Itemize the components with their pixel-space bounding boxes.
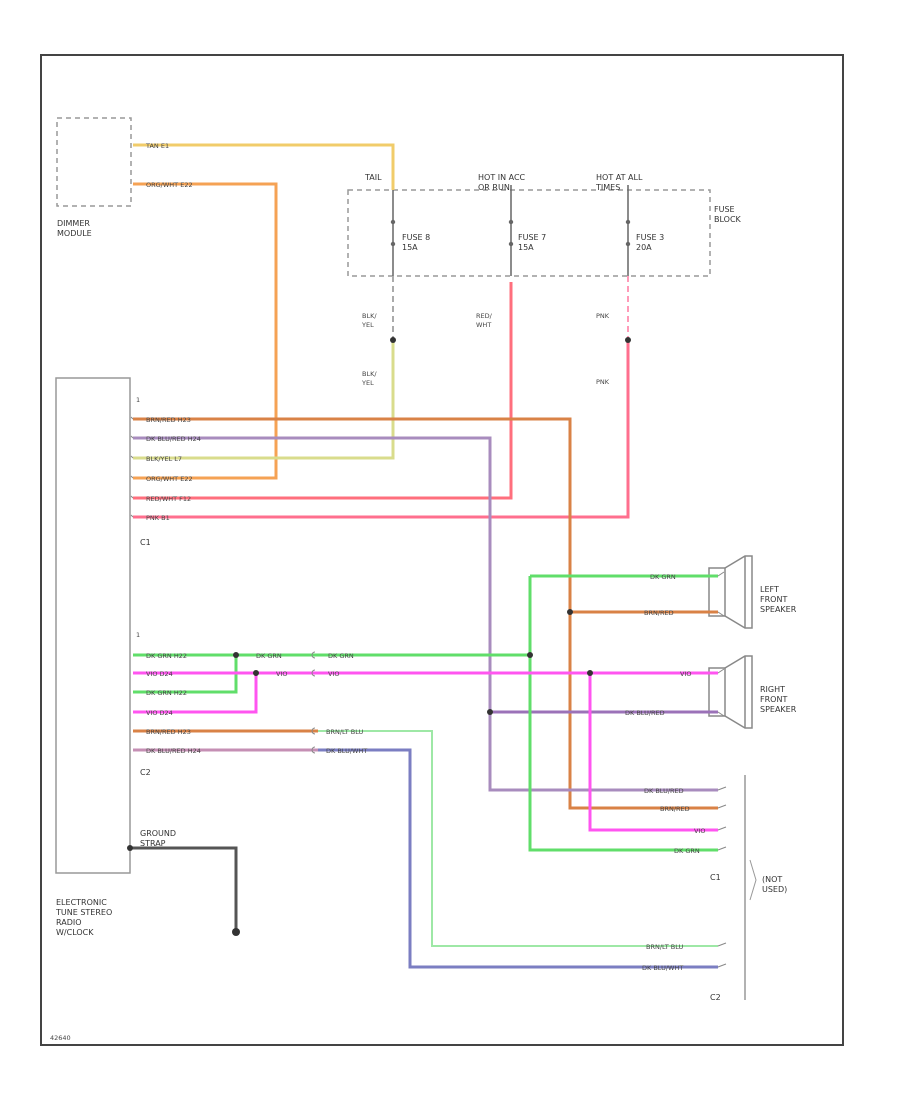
label-wires-orgwht: ORG/WHT E22 bbox=[146, 181, 193, 189]
radio-box bbox=[55, 377, 131, 874]
label-connectors-c1b: C1 bbox=[710, 873, 721, 882]
wire-org-wht-e22 bbox=[133, 182, 278, 480]
label-wires-blkyel2: BLK/YEL bbox=[361, 370, 377, 387]
label-wires-c1-6: PNK B1 bbox=[146, 514, 170, 522]
label-wires-c2-6: DK BLU/RED H24 bbox=[146, 747, 201, 755]
label-wires-c2-1: DK GRN H22 bbox=[146, 652, 187, 660]
label-wires-mid-dkgrn2: DK GRN bbox=[328, 652, 354, 660]
label-wires-spk-r1: VIO bbox=[680, 670, 691, 678]
dimmer-module-box bbox=[56, 117, 132, 207]
label-connectors-c2b: C2 bbox=[710, 993, 721, 1002]
label-wires-c2-5: BRN/RED H23 bbox=[146, 728, 191, 736]
label-wires-pnk2: PNK bbox=[596, 378, 610, 386]
wire-dk-blu-red-h24 bbox=[133, 436, 718, 792]
wire-pnk-b1 bbox=[133, 340, 630, 519]
wire-brn-lt-blu bbox=[318, 730, 718, 947]
label-wires-c1-2: DK BLU/RED H24 bbox=[146, 435, 201, 443]
label-wires-spk-l2: BRN/RED bbox=[644, 609, 674, 617]
wire-ground-strap bbox=[130, 846, 238, 930]
wire-red-wht-f12 bbox=[133, 282, 513, 500]
label-wires-mid-brnltblu: BRN/LT BLU bbox=[326, 728, 364, 736]
label-wires-c2-3: DK GRN H22 bbox=[146, 689, 187, 697]
left-front-speaker-icon bbox=[708, 555, 753, 629]
label-wires-c1-5: RED/WHT F12 bbox=[146, 495, 191, 503]
label-connectors-c1: C1 bbox=[140, 538, 151, 547]
wire-tan-e1 bbox=[133, 143, 395, 190]
right-front-speaker-icon bbox=[708, 655, 753, 729]
splice-dots bbox=[127, 337, 631, 851]
label-wires-amp1: DK BLU/RED bbox=[644, 787, 684, 795]
label-wires-c2-4: VIO D24 bbox=[146, 709, 173, 717]
label-wires-spk-r2: DK BLU/RED bbox=[625, 709, 665, 717]
label-connectors-c2: C2 bbox=[140, 768, 151, 777]
fuse-block-box bbox=[347, 189, 711, 277]
label-wires-c1-4: ORG/WHT E22 bbox=[146, 475, 193, 483]
label-wires-mid-vio: VIO bbox=[276, 670, 287, 678]
label-wires-spk-l1: DK GRN bbox=[650, 573, 676, 581]
wire-dk-blu-wht bbox=[318, 748, 718, 969]
label-wires-tan: TAN E1 bbox=[145, 142, 169, 150]
label-wires-mid-dkgrn: DK GRN bbox=[256, 652, 282, 660]
label-wires-blkyel: BLK/YEL bbox=[361, 312, 377, 329]
label-connectors-pin1a: 1 bbox=[136, 396, 140, 404]
label-wires-c1-3: BLK/YEL L7 bbox=[146, 455, 182, 463]
label-wires-mid-dkbluwht: DK BLU/WHT bbox=[326, 747, 367, 755]
label-wires-c2-2: VIO D24 bbox=[146, 670, 173, 678]
label-wires-amp6: DK BLU/WHT bbox=[642, 964, 683, 972]
wire-blk-yel-l7 bbox=[133, 340, 395, 460]
ground-icon bbox=[232, 928, 240, 936]
label-connectors-pin1b: 1 bbox=[136, 631, 140, 639]
diagram-frame bbox=[40, 54, 844, 1046]
label-wires-mid-vio2: VIO bbox=[328, 670, 339, 678]
label-fuses-tail: TAIL bbox=[364, 173, 382, 182]
label-wires-amp4: DK GRN bbox=[674, 847, 700, 855]
fuse-terminals bbox=[392, 185, 629, 276]
label-wires-amp2: BRN/RED bbox=[660, 805, 690, 813]
label-wires-pnk: PNK bbox=[596, 312, 610, 320]
label-figure-id: 42640 bbox=[50, 1034, 71, 1042]
label-wires-amp5: BRN/LT BLU bbox=[646, 943, 684, 951]
label-wires-c1-1: BRN/RED H23 bbox=[146, 416, 191, 424]
label-wires-redwht: RED/WHT bbox=[476, 312, 493, 329]
label-wires-amp3: VIO bbox=[694, 827, 705, 835]
